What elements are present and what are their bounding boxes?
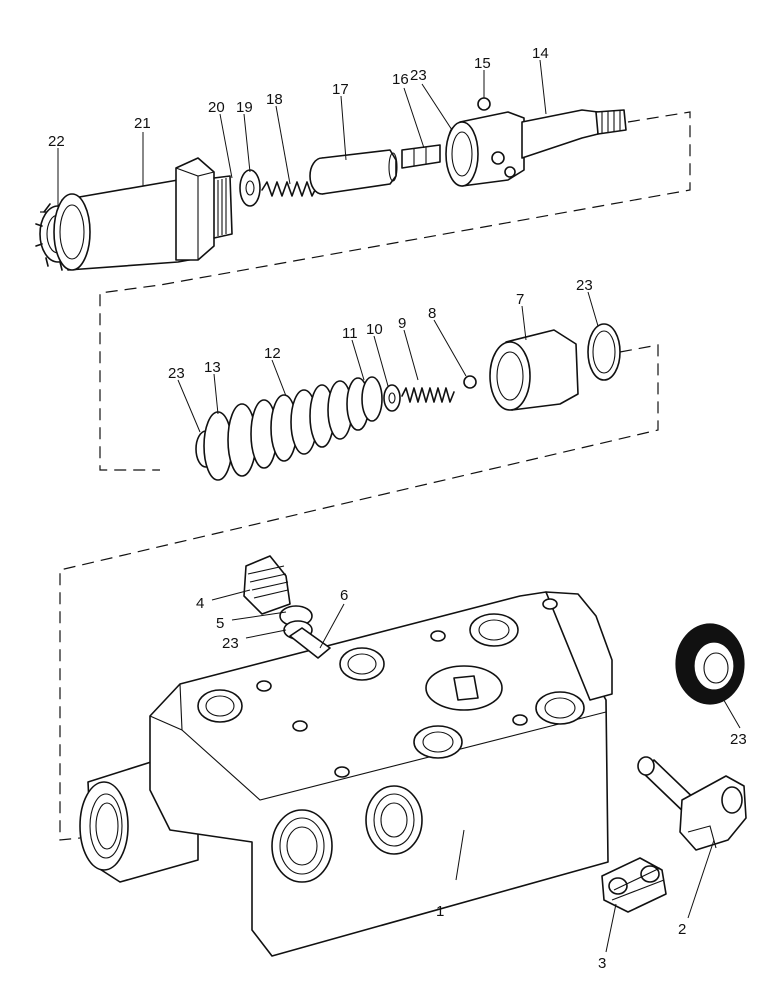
callout-labels: 22 21 20 19 18 17 16 23 15 14 23 13 12 1… (48, 45, 747, 972)
callout-11: 11 (342, 325, 358, 342)
part-21-valve-body (53, 157, 215, 271)
part-18-spring (261, 181, 318, 197)
relief-valve-cartridge-group (35, 97, 627, 271)
callout-14: 14 (532, 45, 549, 62)
callout-19: 19 (236, 99, 253, 116)
callout-1: 1 (436, 903, 444, 920)
callout-22: 22 (48, 133, 65, 150)
callout-7: 7 (516, 291, 524, 308)
part-12-spool (203, 376, 383, 481)
callout-20: 20 (208, 99, 225, 116)
part-23-ring-right (587, 323, 621, 381)
callout-2: 2 (678, 921, 686, 938)
callout-8: 8 (428, 305, 436, 322)
part-7-sleeve (489, 329, 579, 411)
part-14-seat-housing (445, 109, 627, 187)
callout-5: 5 (216, 615, 224, 632)
callout-21: 21 (134, 115, 151, 132)
callout-17: 17 (332, 81, 349, 98)
parts-4-5-6-plunger (243, 555, 331, 659)
callout-3: 3 (598, 955, 606, 972)
part-8-ball (463, 375, 477, 389)
callout-10: 10 (366, 321, 383, 338)
part-2-lever (637, 756, 747, 851)
callout-6: 6 (340, 587, 348, 604)
callout-12: 12 (264, 345, 281, 362)
callout-9: 9 (398, 315, 406, 332)
part-19-washer (239, 169, 261, 207)
callout-23-seal: 23 (730, 731, 747, 748)
callout-4: 4 (196, 595, 204, 612)
leader-lines (57, 59, 741, 953)
callout-16: 16 (392, 71, 409, 88)
callout-23-right: 23 (576, 277, 593, 294)
callout-15: 15 (474, 55, 491, 72)
part-20-nut (213, 175, 233, 239)
callout-13: 13 (204, 359, 221, 376)
spool-assembly-group (195, 323, 621, 481)
part-3-link (601, 857, 667, 913)
part-1-valve-block (79, 591, 613, 957)
part-23-large-seal (675, 623, 745, 705)
callout-18: 18 (266, 91, 283, 108)
callout-23-top: 23 (410, 67, 427, 84)
part-10-washer (383, 384, 401, 412)
callout-23-plunger: 23 (222, 635, 239, 652)
callout-23-left: 23 (168, 365, 185, 382)
part-9-spring (401, 387, 455, 403)
part-16-pin (401, 144, 441, 169)
part-17-poppet (309, 149, 398, 195)
part-15-ball (477, 97, 491, 111)
